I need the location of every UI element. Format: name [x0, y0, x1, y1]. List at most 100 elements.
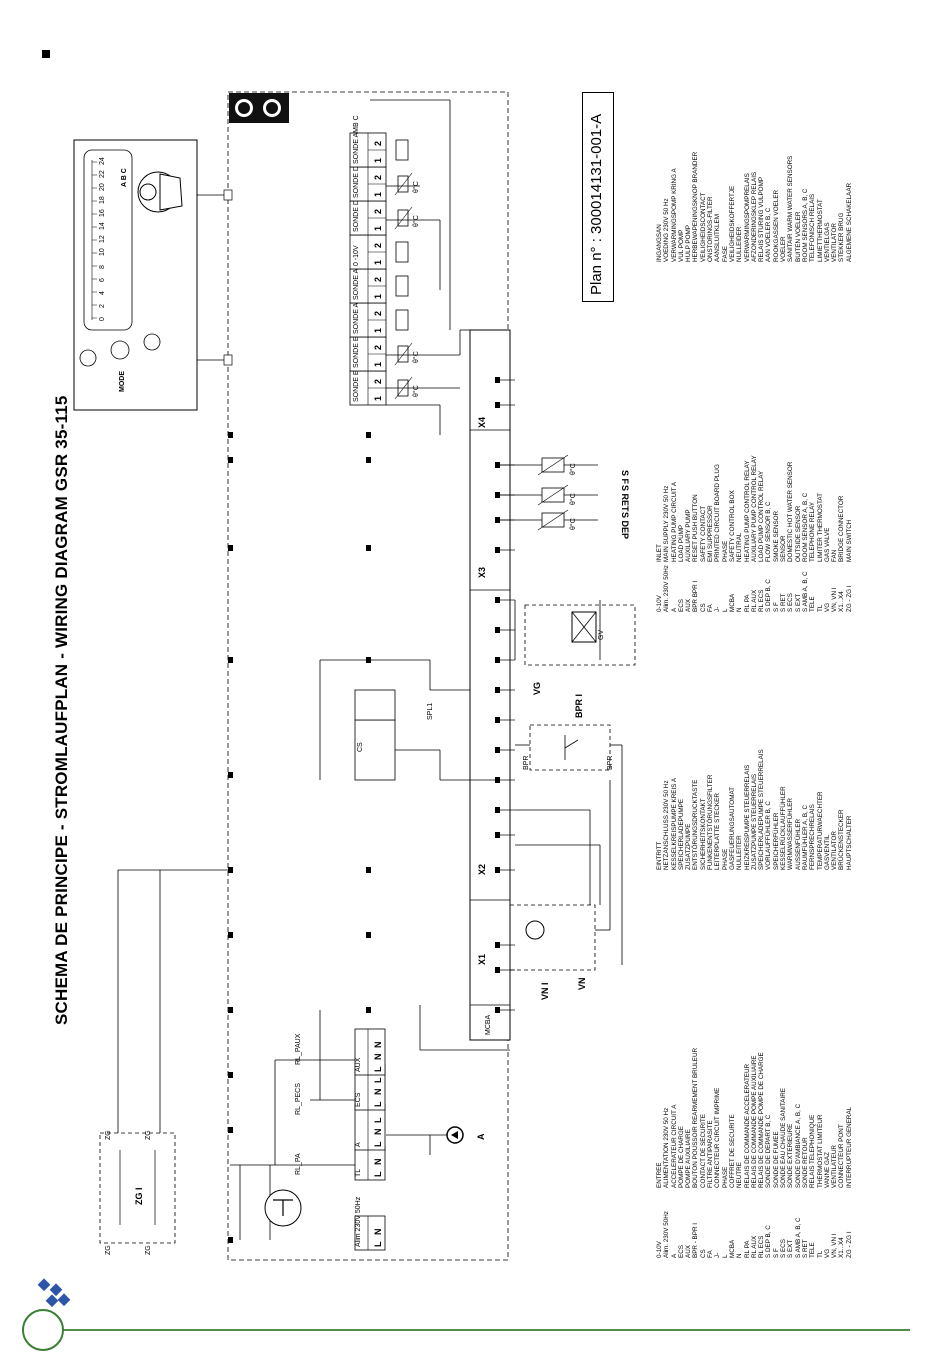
terminal-pin: 2 — [373, 209, 383, 214]
j-pin — [228, 457, 233, 463]
terminal-pin: 1 — [373, 328, 383, 333]
scale-label: 14 — [99, 222, 106, 230]
terminal-pin: 2 — [373, 175, 383, 180]
thermometer-button[interactable] — [79, 349, 97, 367]
scale-label: 24 — [99, 157, 106, 165]
legend-entry: VN, VN I — [831, 1233, 839, 1259]
pcb-pin — [495, 492, 500, 498]
pcb-pin — [495, 942, 500, 948]
legend-entry: RELAIS DE COMMANDE ACCELERATEUR — [743, 1063, 751, 1188]
legend-entry: INTERRUPTEUR GENERAL — [845, 1106, 853, 1188]
legend-entry: VENTILATEUR — [831, 1145, 839, 1188]
legend-entry: SENSOR — [780, 535, 788, 562]
legend-entry: VOELER — [780, 236, 788, 262]
legend-entry: S ECS — [780, 1239, 788, 1258]
terminal-pin: L — [373, 1101, 383, 1107]
j-pin — [228, 1007, 233, 1013]
j-pin — [228, 932, 233, 938]
j-pin — [366, 432, 371, 438]
legend-entry: PHASE — [721, 540, 729, 562]
label-s-ret: S RET — [620, 485, 630, 512]
legend-entry: STEKKER BRUG — [838, 212, 846, 262]
legend-entry: AUX — [685, 1245, 693, 1258]
terminal-pin: L — [373, 1077, 383, 1083]
panel-mode-label: MODE — [119, 371, 126, 392]
legend-entry: PHASE — [721, 1166, 729, 1188]
cs-block — [354, 719, 396, 781]
connector-x3: X3 — [477, 567, 487, 578]
terminal-head-pump_a: A — [355, 1142, 362, 1147]
legend-entry: VEILIGHEIDSKOFFERTJE — [728, 185, 736, 262]
label-vni: VN I — [540, 982, 550, 1000]
label-zg-1: ZG — [105, 1130, 112, 1140]
legend-entry: AUXILIARY PUMP CONTROL RELAY — [750, 455, 758, 562]
legend-entry: HAUPTSCHALTER — [845, 815, 853, 870]
legend-entry: INLET — [656, 544, 663, 562]
legend-entry: SONDE RETOUR — [801, 1137, 809, 1188]
tap-button[interactable] — [143, 333, 161, 351]
panel-display — [83, 149, 133, 331]
j-pin — [228, 545, 233, 551]
terminal-pin: L — [373, 1066, 383, 1072]
label-vg: VG — [532, 682, 542, 695]
terminal-pin: N — [373, 1129, 383, 1136]
room-sensor-icon — [395, 241, 409, 263]
legend-entry: VG — [823, 1248, 831, 1258]
panel-abc-label: A B C — [121, 168, 128, 187]
connector-x2: X2 — [477, 864, 487, 875]
terminal-pin: N — [373, 1042, 383, 1049]
room-sensor-icon — [395, 309, 409, 331]
terminal-pin: 1 — [373, 362, 383, 367]
legend-entry: ALGEMENE SCHAKELAAR — [845, 182, 853, 262]
pcb-pin — [495, 377, 500, 383]
terminal-head-alim: Alim 230V 50Hz — [355, 1196, 362, 1247]
legend-entry: CONNECTEUR CIRCUIT IMPRIME — [714, 1087, 722, 1188]
legend-entry: RAUMFÜHLER A, B, C — [801, 804, 809, 870]
legend-entry: A — [670, 1253, 678, 1258]
legend-entry: EINTRITT — [656, 841, 663, 870]
label-zg-3: ZG — [105, 1245, 112, 1255]
legend-entry: NULLEIDER — [736, 226, 744, 262]
legend-entry: TL — [816, 1250, 824, 1258]
pcb-pin — [495, 967, 500, 973]
j-pin — [366, 457, 371, 463]
label-zg-2: ZG — [145, 1130, 152, 1140]
thermistor-icon — [397, 345, 409, 363]
label-spl1: SPL1 — [427, 703, 434, 720]
legend-entry: VANNE GAZ — [823, 1152, 831, 1188]
legend-entry: TELEFONISCH RELAIS — [809, 193, 817, 262]
legend-entry: HULP POMP — [685, 225, 693, 262]
legend-entry: S AMB A, B, C — [794, 1217, 802, 1258]
dial-icon[interactable] — [137, 171, 183, 213]
pcb-pins — [495, 377, 515, 1013]
j-pin — [228, 432, 233, 438]
tele-block — [354, 689, 396, 721]
terminal-pin: N — [373, 1089, 383, 1096]
legend-entry: FA — [707, 1250, 715, 1258]
terminal-pin: 1 — [373, 396, 383, 401]
legend-entry: RELAIS DE COMMANDE POMPE DE CHARGE — [758, 1052, 766, 1188]
legend-entry: INGANGSAN — [656, 224, 663, 262]
label-cs: CS — [357, 742, 364, 752]
legend-entry: OUTSIDE SENSOR — [794, 505, 802, 562]
logo-circle — [22, 1309, 64, 1351]
mode-knob[interactable] — [110, 340, 130, 360]
scale-label: 16 — [99, 209, 106, 217]
legend-entry: Alim. 230V 50Hz — [663, 1211, 671, 1258]
pcb-pin — [495, 657, 500, 663]
terminal-pin: 1 — [373, 260, 383, 265]
legend-entry: FLOW SENSOR B, C — [765, 501, 773, 562]
terminal-pin: 2 — [373, 277, 383, 282]
pcb-pin — [495, 547, 500, 553]
terminal-head-sonde_amb_b: SONDE AMB B — [353, 251, 360, 300]
temp-label: θ°C — [569, 493, 577, 505]
legend-entry: SAFETY CONTROL BOX — [728, 490, 736, 562]
terminal-head-sonde_amb_c: SONDE AMB C — [353, 115, 360, 164]
j-pin — [366, 867, 371, 873]
j-pin — [228, 867, 233, 873]
legend-entry: RELAIS STURING VULPOMP — [758, 176, 766, 262]
label-bpr-pin-2: BPR — [607, 756, 614, 770]
